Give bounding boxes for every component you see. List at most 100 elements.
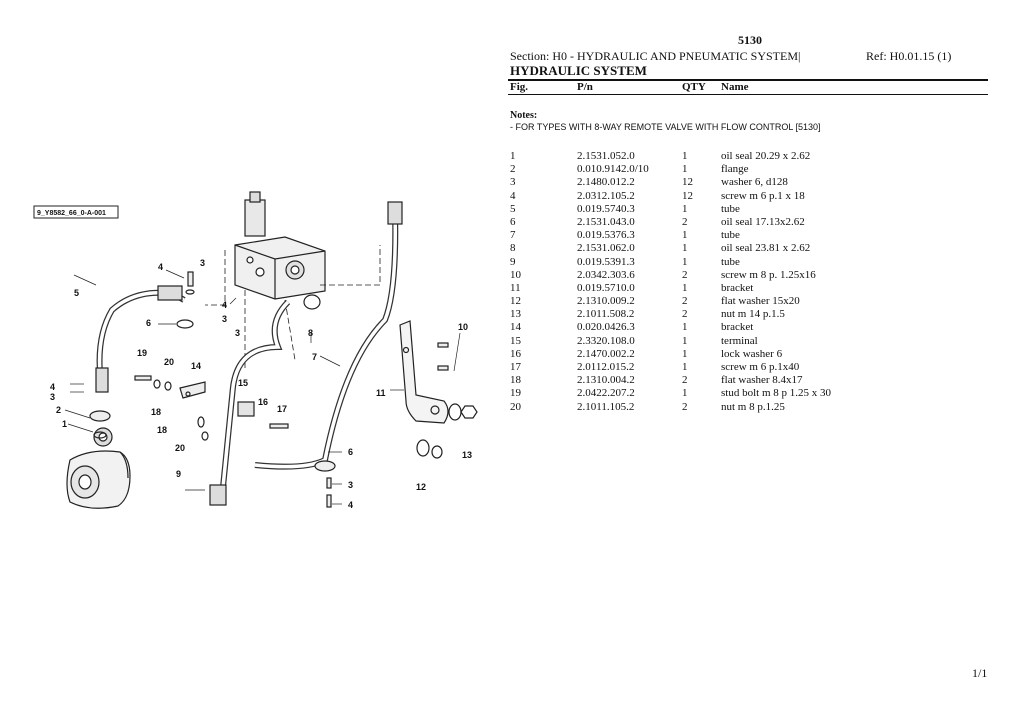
section-label: Section: H0 - HYDRAULIC AND PNEUMATIC SY… bbox=[510, 49, 801, 63]
part-qty: 2 bbox=[682, 308, 688, 321]
bracket-11-drawing bbox=[399, 320, 449, 424]
callout-20-bottom: 20 bbox=[175, 443, 185, 453]
part-fig: 6 bbox=[510, 215, 516, 228]
callout-3-mid: 3 bbox=[222, 314, 227, 324]
part-name: tube bbox=[721, 255, 740, 268]
part-name: terminal bbox=[721, 334, 758, 347]
part-fig: 2 bbox=[510, 163, 516, 176]
callout-5: 5 bbox=[74, 288, 79, 298]
tube-5-drawing bbox=[95, 285, 186, 393]
exploded-parts-diagram: 9_Y8582_66_0-A-001 bbox=[30, 190, 485, 515]
part-fig: 1 bbox=[510, 150, 516, 162]
part-name: nut m 8 p.1.25 bbox=[721, 400, 785, 413]
title-divider bbox=[508, 79, 988, 81]
part-name: flat washer 15x20 bbox=[721, 295, 800, 308]
part-number: 0.019.5740.3 bbox=[577, 202, 635, 215]
callout-18-top: 18 bbox=[151, 407, 161, 417]
part-number: 0.019.5376.3 bbox=[577, 229, 635, 242]
callout-14: 14 bbox=[191, 361, 201, 371]
callout-16: 16 bbox=[258, 397, 268, 407]
part-name: tube bbox=[721, 202, 740, 215]
part-qty: 2 bbox=[682, 374, 688, 387]
callout-12: 12 bbox=[416, 482, 426, 492]
part-qty: 2 bbox=[682, 268, 688, 281]
page-number: 1/1 bbox=[972, 666, 988, 680]
notes-text: - FOR TYPES WITH 8-WAY REMOTE VALVE WITH… bbox=[510, 122, 821, 132]
part-number: 2.1531.043.0 bbox=[577, 215, 635, 228]
part-qty: 1 bbox=[682, 321, 688, 334]
part-name: lock washer 6 bbox=[721, 347, 783, 360]
callout-4-mid: 4 bbox=[222, 300, 227, 310]
part-number: 2.1470.002.2 bbox=[577, 347, 635, 360]
part-qty: 1 bbox=[682, 347, 688, 360]
part-fig: 13 bbox=[510, 308, 521, 321]
callout-4-left: 4 bbox=[50, 382, 55, 392]
part-qty: 2 bbox=[682, 400, 688, 413]
callout-9: 9 bbox=[176, 469, 181, 479]
part-name: oil seal 20.29 x 2.62 bbox=[721, 150, 811, 162]
column-header-qty: QTY bbox=[682, 81, 706, 93]
callout-10: 10 bbox=[458, 322, 468, 332]
part-name: stud bolt m 8 p 1.25 x 30 bbox=[721, 387, 832, 400]
part-number: 2.1310.004.2 bbox=[577, 374, 635, 387]
part-number: 0.020.0426.3 bbox=[577, 321, 635, 334]
tube-9-drawing bbox=[209, 299, 291, 506]
part-fig: 17 bbox=[510, 361, 521, 373]
part-qty: 12 bbox=[682, 176, 693, 189]
part-name: oil seal 17.13x2.62 bbox=[721, 215, 805, 228]
part-fig: 5 bbox=[510, 202, 516, 215]
part-qty: 1 bbox=[682, 281, 688, 294]
part-qty: 1 bbox=[682, 229, 688, 242]
callout-8: 8 bbox=[308, 328, 313, 338]
column-header-name: Name bbox=[721, 81, 749, 93]
part-number: 2.3320.108.0 bbox=[577, 334, 635, 347]
callout-3-top: 3 bbox=[200, 258, 205, 268]
part-number: 2.0312.105.2 bbox=[577, 189, 635, 202]
part-number: 2.0422.207.2 bbox=[577, 387, 635, 400]
part-name: nut m 14 p.1.5 bbox=[721, 308, 785, 321]
part-number: 2.1310.009.2 bbox=[577, 295, 635, 308]
callout-19: 19 bbox=[137, 348, 147, 358]
callout-7: 7 bbox=[312, 352, 317, 362]
header-divider bbox=[508, 94, 988, 95]
part-number: 2.1531.052.0 bbox=[577, 150, 635, 162]
parts-row: 15 2.3320.108.0 1 terminal bbox=[510, 335, 990, 348]
callout-4-bottom: 4 bbox=[348, 500, 353, 510]
part-fig: 15 bbox=[510, 334, 521, 347]
part-fig: 18 bbox=[510, 374, 521, 387]
callout-1: 1 bbox=[62, 419, 67, 429]
part-fig: 19 bbox=[510, 387, 521, 400]
model-number: 5130 bbox=[738, 33, 762, 47]
diagram-ref-code: 9_Y8582_66_0-A-001 bbox=[37, 210, 106, 217]
part-fig: 11 bbox=[510, 281, 521, 294]
notes-title: Notes: bbox=[510, 110, 538, 121]
valve-block-drawing bbox=[234, 191, 326, 300]
parts-list: 1 2.1531.052.0 1 oil seal 20.29 x 2.62 2 0.0… bbox=[510, 150, 990, 414]
part-qty: 1 bbox=[682, 242, 688, 255]
part-number: 2.1531.062.0 bbox=[577, 242, 635, 255]
part-number: 2.0112.015.2 bbox=[577, 361, 635, 373]
part-fig: 9 bbox=[510, 255, 516, 268]
callout-17: 17 bbox=[277, 404, 287, 414]
part-qty: 1 bbox=[682, 361, 688, 373]
callout-6-left: 6 bbox=[146, 318, 151, 328]
part-qty: 1 bbox=[682, 334, 688, 347]
part-name: screw m 6 p.1 x 18 bbox=[721, 189, 805, 202]
part-number: 2.1011.105.2 bbox=[577, 400, 635, 413]
callout-3-bottom: 3 bbox=[348, 480, 353, 490]
callout-6-right: 6 bbox=[348, 447, 353, 457]
callout-3-left: 3 bbox=[50, 392, 55, 402]
column-header-pn: P/n bbox=[577, 81, 593, 93]
